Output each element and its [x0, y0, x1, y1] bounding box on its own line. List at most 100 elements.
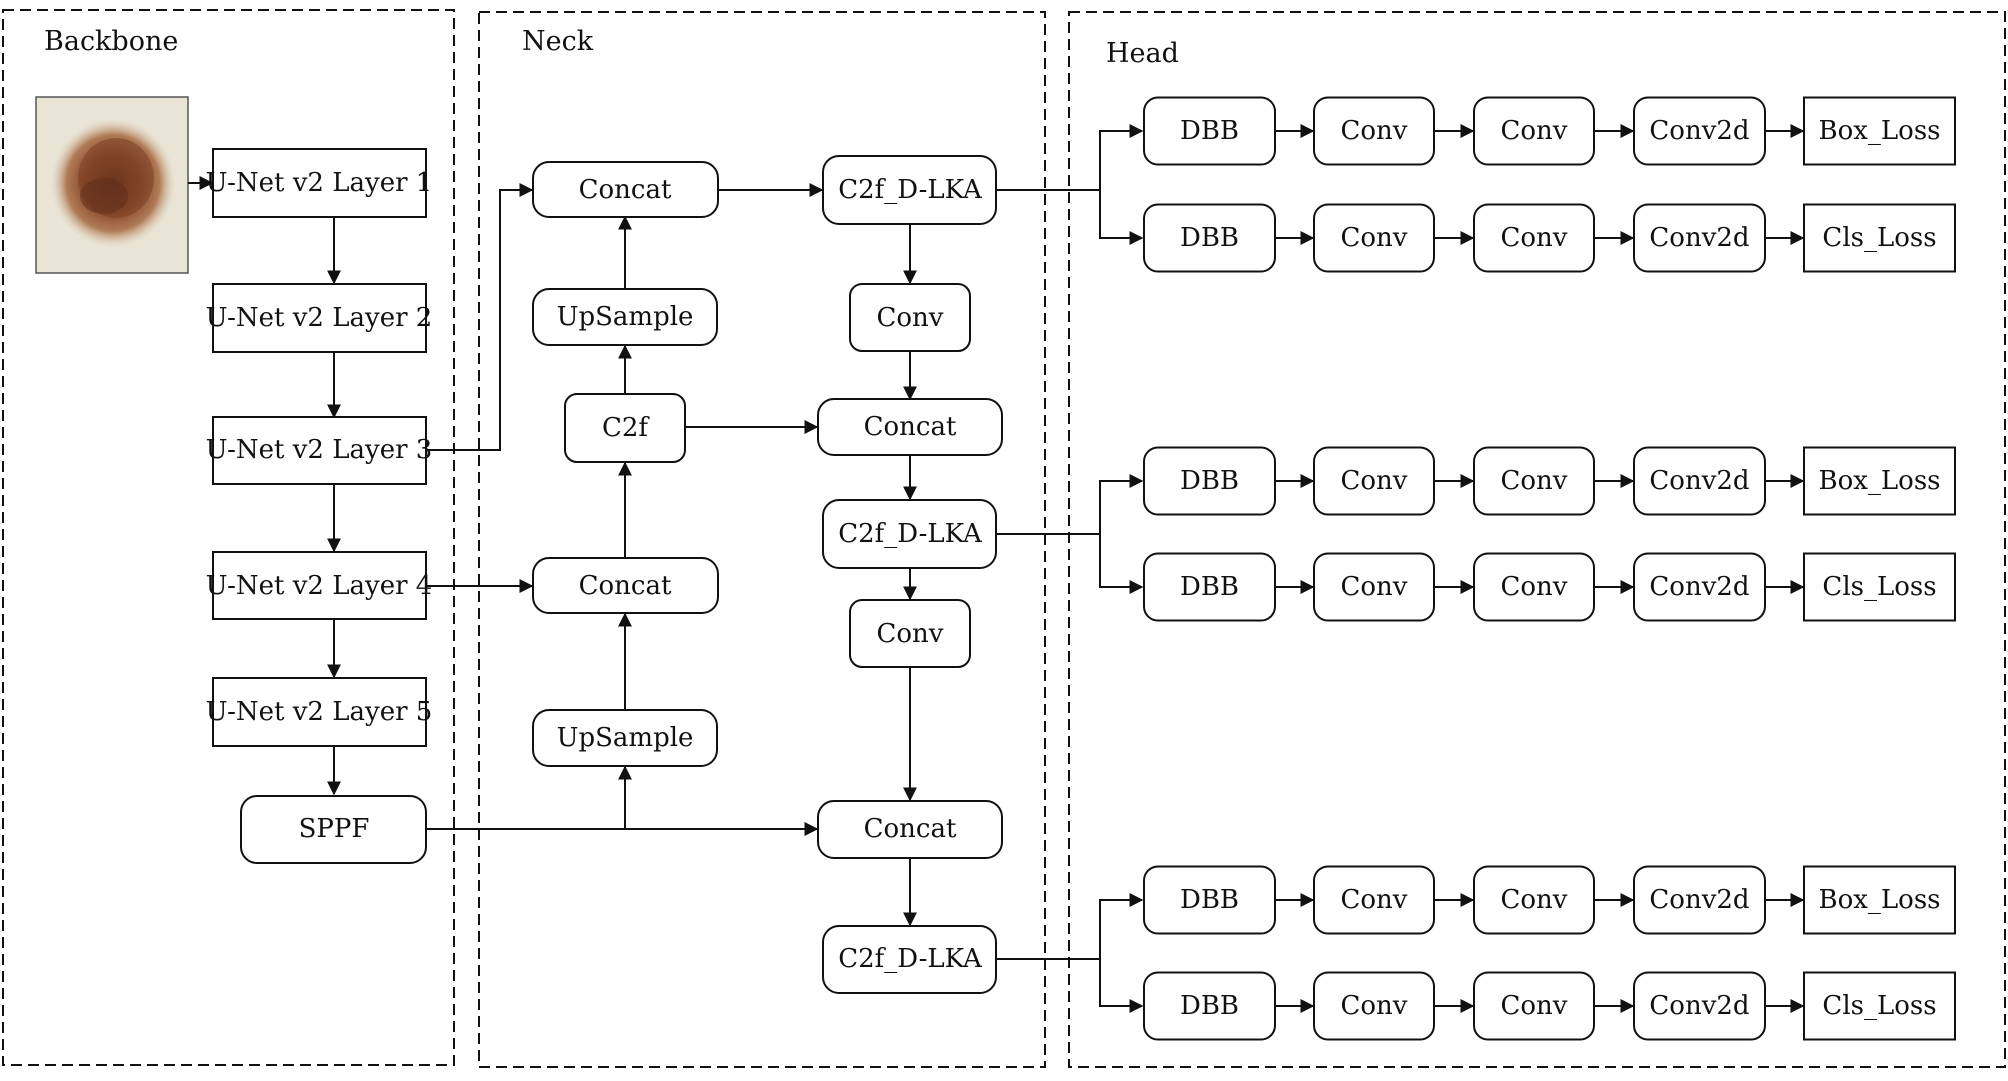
head-row-4-dbb-label: DBB: [1180, 572, 1239, 602]
concat-right-mid-label: Concat: [864, 412, 957, 442]
branch-top: [996, 124, 1144, 245]
head-row-4-conv1-label: Conv: [1341, 572, 1408, 602]
head-row-5-conv2d-label: Conv2d: [1649, 885, 1749, 915]
head-row-6-dbb-node: DBB: [1143, 971, 1276, 1041]
sppf-label: SPPF: [299, 814, 370, 844]
c2f-dlka-bottom-node: C2f_D-LKA: [822, 925, 997, 994]
head-row-3-conv2-label: Conv: [1501, 466, 1568, 496]
c2f-dlka-top-node: C2f_D-LKA: [822, 155, 997, 225]
head-row-3-conv2d-node: Conv2d: [1633, 446, 1766, 516]
neck-title: Neck: [522, 26, 594, 57]
head-row-3-conv2-node: Conv: [1473, 446, 1595, 516]
head-row-6-conv2d-node: Conv2d: [1633, 971, 1766, 1041]
head-row-3-loss-label: Box_Loss: [1818, 466, 1940, 496]
head-edges: [1275, 124, 1805, 1013]
branch-mid: [996, 474, 1144, 594]
branch-bottom: [996, 893, 1144, 1013]
layer3-label: U-Net v2 Layer 3: [206, 435, 433, 465]
layer4-node: U-Net v2 Layer 4: [206, 551, 432, 620]
c2f-dlka-mid-node: C2f_D-LKA: [822, 499, 997, 569]
head-row-2-conv2-label: Conv: [1501, 223, 1568, 253]
head-row-4-dbb-node: DBB: [1143, 552, 1276, 622]
concat-right-bottom-node: Concat: [817, 800, 1003, 859]
head-row-6-loss-node: Cls_Loss: [1803, 971, 1956, 1041]
layer1-label: U-Net v2 Layer 1: [206, 168, 433, 198]
sppf-node: SPPF: [240, 795, 427, 864]
c2f-dlka-mid-label: C2f_D-LKA: [838, 519, 983, 549]
head-row-5-dbb-node: DBB: [1143, 865, 1276, 935]
c2f-node: C2f: [564, 393, 686, 463]
head-row-4-loss-node: Cls_Loss: [1803, 552, 1956, 622]
head-row-3-conv1-label: Conv: [1341, 466, 1408, 496]
head-row-2-conv2d-label: Conv2d: [1649, 223, 1749, 253]
head-row-2-dbb-node: DBB: [1143, 203, 1276, 273]
layer5-node: U-Net v2 Layer 5: [206, 677, 433, 747]
head-row-4-conv2d-node: Conv2d: [1633, 552, 1766, 622]
head-row-1-dbb-label: DBB: [1180, 116, 1239, 146]
concat-right-bottom-label: Concat: [864, 814, 957, 844]
head-row-3-dbb-label: DBB: [1180, 466, 1239, 496]
head-row-5-loss-node: Box_Loss: [1803, 865, 1956, 935]
head-row-1-conv2-node: Conv: [1473, 96, 1595, 166]
conv-mid-node: Conv: [849, 599, 971, 668]
head-row-1-conv1-label: Conv: [1341, 116, 1408, 146]
concat-mid-node: Concat: [532, 557, 719, 614]
input-image: [35, 96, 189, 274]
upsample-top-node: UpSample: [532, 288, 718, 346]
upsample-top-label: UpSample: [557, 302, 694, 332]
head-row-6-conv2-node: Conv: [1473, 971, 1595, 1041]
head-row-2-loss-node: Cls_Loss: [1803, 203, 1956, 273]
head-row-5-conv1-node: Conv: [1313, 865, 1435, 935]
head-row-1-loss-node: Box_Loss: [1803, 96, 1956, 166]
conv-top-label: Conv: [877, 303, 944, 333]
head-row-5-conv2d-node: Conv2d: [1633, 865, 1766, 935]
c2f-dlka-bottom-label: C2f_D-LKA: [838, 944, 983, 974]
c2f-label: C2f: [602, 413, 650, 443]
backbone-panel: [2, 9, 455, 1066]
head-row-1-dbb-node: DBB: [1143, 96, 1276, 166]
upsample-bottom-label: UpSample: [557, 723, 694, 753]
upsample-bottom-node: UpSample: [532, 709, 718, 767]
head-title: Head: [1106, 38, 1179, 69]
conv-top-node: Conv: [849, 283, 971, 352]
concat-mid-label: Concat: [579, 571, 672, 601]
head-row-6-dbb-label: DBB: [1180, 991, 1239, 1021]
head-row-1-conv1-node: Conv: [1313, 96, 1435, 166]
head-panel: [1068, 11, 2006, 1068]
head-row-5-loss-label: Box_Loss: [1818, 885, 1940, 915]
layer5-label: U-Net v2 Layer 5: [206, 697, 433, 727]
head-row-2-conv2d-node: Conv2d: [1633, 203, 1766, 273]
head-row-6-conv1-node: Conv: [1313, 971, 1435, 1041]
c2f-dlka-top-label: C2f_D-LKA: [838, 175, 983, 205]
head-row-6-loss-label: Cls_Loss: [1822, 991, 1936, 1021]
conv-mid-label: Conv: [877, 619, 944, 649]
head-row-5-conv2-label: Conv: [1501, 885, 1568, 915]
head-row-4-conv2d-label: Conv2d: [1649, 572, 1749, 602]
backbone-title: Backbone: [44, 26, 178, 57]
head-row-5-conv2-node: Conv: [1473, 865, 1595, 935]
head-row-3-loss-node: Box_Loss: [1803, 446, 1956, 516]
head-row-2-conv1-node: Conv: [1313, 203, 1435, 273]
head-row-5-conv1-label: Conv: [1341, 885, 1408, 915]
head-row-2-conv1-label: Conv: [1341, 223, 1408, 253]
head-row-6-conv1-label: Conv: [1341, 991, 1408, 1021]
head-row-2-dbb-label: DBB: [1180, 223, 1239, 253]
edge-layer3-concat-top: [426, 183, 534, 451]
concat-right-mid-node: Concat: [817, 398, 1003, 456]
head-row-2-conv2-node: Conv: [1473, 203, 1595, 273]
concat-top-node: Concat: [532, 161, 719, 218]
layer2-label: U-Net v2 Layer 2: [206, 303, 433, 333]
head-row-4-conv2-label: Conv: [1501, 572, 1568, 602]
head-row-1-conv2d-node: Conv2d: [1633, 96, 1766, 166]
head-row-1-conv2d-label: Conv2d: [1649, 116, 1749, 146]
layer2-node: U-Net v2 Layer 2: [206, 283, 433, 353]
head-row-3-dbb-node: DBB: [1143, 446, 1276, 516]
head-row-4-conv2-node: Conv: [1473, 552, 1595, 622]
layer3-node: U-Net v2 Layer 3: [206, 416, 433, 485]
head-row-4-loss-label: Cls_Loss: [1822, 572, 1936, 602]
neck-panel: [478, 11, 1046, 1068]
head-row-1-loss-label: Box_Loss: [1818, 116, 1940, 146]
head-row-1-conv2-label: Conv: [1501, 116, 1568, 146]
head-row-3-conv1-node: Conv: [1313, 446, 1435, 516]
